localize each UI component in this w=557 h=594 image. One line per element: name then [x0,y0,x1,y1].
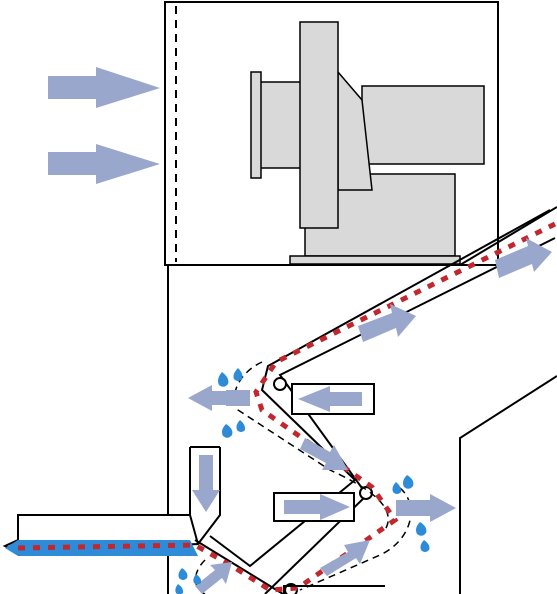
belt-lower-edge [194,539,284,594]
water-droplet [416,522,427,536]
belt-inner-edge [209,209,551,568]
fan-flange [250,71,262,179]
water-droplet [236,420,246,432]
fan-wheel [299,21,339,229]
air-channel-outline [233,361,389,531]
water-droplets [175,368,430,594]
air-channel-outline [299,487,412,591]
water-layer [5,540,198,556]
motor-assembly [250,21,485,265]
belt-air-arrows [188,238,552,594]
nozzle-air-arrow [284,494,350,520]
nozzle-air-arrow [298,386,362,412]
belt-air-arrow [195,562,232,594]
water-droplet [403,475,414,489]
water-droplet [178,568,188,580]
hopper-right-wall [197,447,221,545]
belt-upper-edge [264,237,556,594]
intake-air-arrow [48,67,160,108]
water-droplet [392,482,402,494]
intake-air-arrow [48,144,160,184]
water-droplet [175,584,184,594]
water-droplet [222,424,233,438]
motor-body [361,85,485,165]
water-droplet [193,574,202,585]
hopper-air-arrow [192,455,220,512]
feed-trough [2,446,221,556]
exhaust-air-arrow [188,385,232,411]
motor-foot [289,255,461,265]
intake-air-arrows [48,67,160,184]
chamber-right-wall [459,375,557,594]
fan-hub [259,81,303,169]
belt-roller [273,377,287,391]
belt-air-arrow [495,238,552,278]
water-droplet [218,372,229,387]
exhaust-air-arrow [396,494,456,522]
air-nozzle [283,585,385,594]
belt-air-arrow [358,304,416,342]
product-stream [17,221,557,593]
chamber-top-wall [459,206,557,266]
belt-air-arrow [300,438,348,470]
belt-air-arrow [320,540,370,576]
water-droplet [233,368,243,381]
water-droplet [420,540,430,552]
air-nozzles [192,383,385,594]
